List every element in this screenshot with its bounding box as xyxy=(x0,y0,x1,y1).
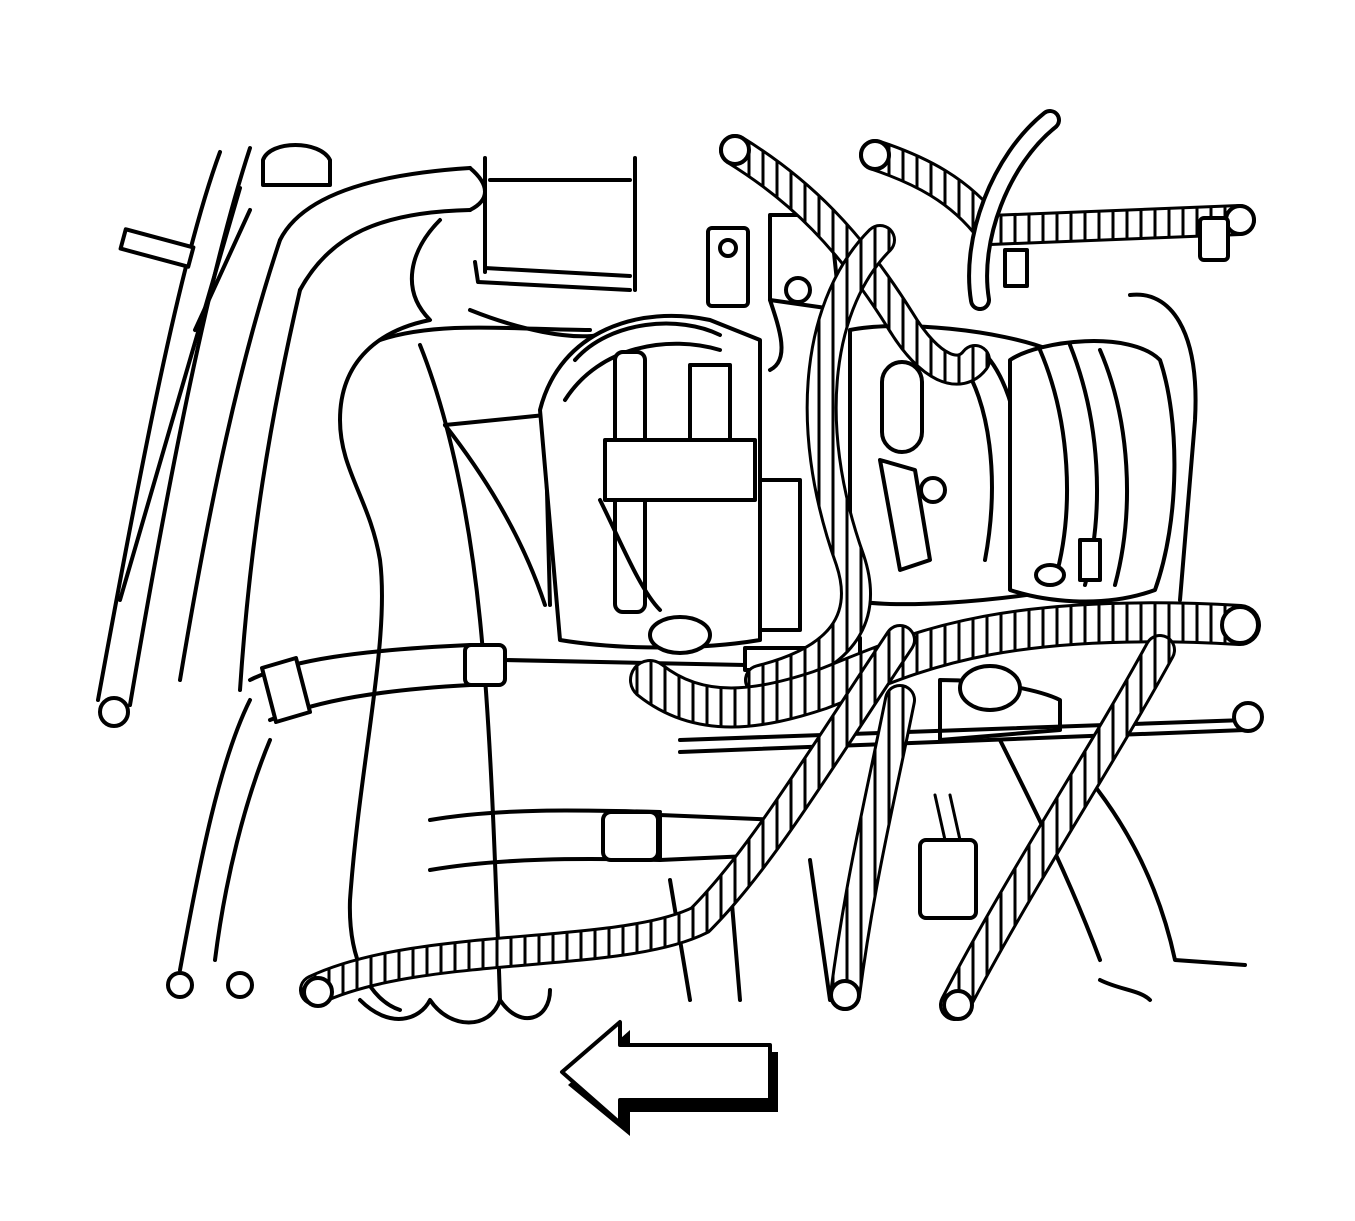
air-flow-sensor-housing xyxy=(848,292,1198,607)
air-intake-duct xyxy=(338,218,602,1012)
mounting-bracket xyxy=(473,156,637,292)
throttle-body-assembly xyxy=(538,213,842,655)
left-frame-tubes xyxy=(96,146,252,728)
heater-hose-upper xyxy=(166,636,862,999)
upper-radiator-hose xyxy=(178,143,487,692)
arrow-left-icon xyxy=(560,1020,778,1136)
lower-right-frame xyxy=(668,664,1264,1002)
wiring-harness xyxy=(299,109,1261,1021)
